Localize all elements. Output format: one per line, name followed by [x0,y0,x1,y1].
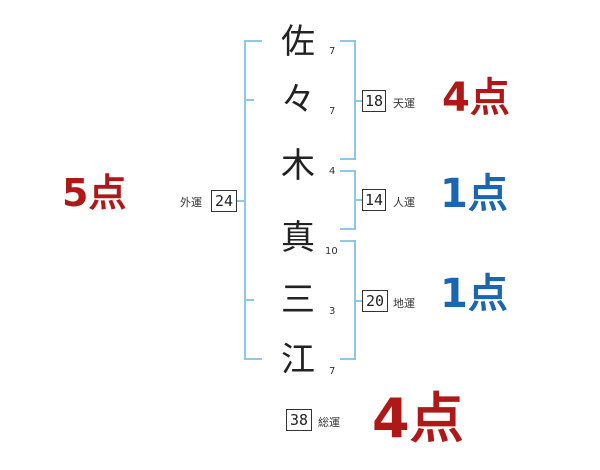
name-char: 佐 [281,22,315,62]
tenun-bracket-top [340,40,356,42]
jinun-bracket-top [340,170,356,172]
chiun-bracket-top [340,240,356,242]
gaiun-bracket-top [244,40,262,42]
name-char: 木 [281,146,315,186]
souun-score: 4点 [372,387,464,450]
gaiun-bracket-connector [236,200,246,202]
souun-value: 38 [286,409,312,431]
gaiun-bracket-tick [244,99,254,101]
stroke-count: 10 [325,246,338,257]
jinun-score: 1点 [440,171,508,217]
tenun-bracket-bottom [340,158,356,160]
name-char: 三 [281,280,315,320]
stroke-count: 7 [329,46,336,57]
stroke-count: 4 [329,166,336,177]
gaiun-score: 5点 [62,171,127,215]
chiun-bracket-bottom [340,358,356,360]
tenun-value: 18 [362,90,386,112]
stroke-count: 3 [329,306,336,317]
chiun-score: 1点 [440,271,508,317]
chiun-bracket-connector [354,300,362,302]
gaiun-bracket-bottom [244,358,262,360]
name-char: 江 [281,340,315,380]
gaiun-label: 外運 [180,196,202,209]
stroke-count: 7 [329,106,336,117]
chiun-value: 20 [362,290,388,312]
tenun-bracket-connector [354,100,362,102]
tenun-label: 天運 [393,97,415,110]
stroke-count: 7 [329,366,336,377]
jinun-bracket-connector [354,199,362,201]
jinun-value: 14 [362,189,386,211]
chiun-label: 地運 [393,297,415,310]
jinun-label: 人運 [393,196,415,209]
tenun-score: 4点 [442,75,510,121]
name-char: 真 [281,218,315,258]
gaiun-value: 24 [211,190,237,212]
jinun-bracket-bottom [340,228,356,230]
name-char: 々 [281,80,315,120]
souun-label: 総運 [318,416,340,429]
gaiun-bracket-tick [244,299,254,301]
